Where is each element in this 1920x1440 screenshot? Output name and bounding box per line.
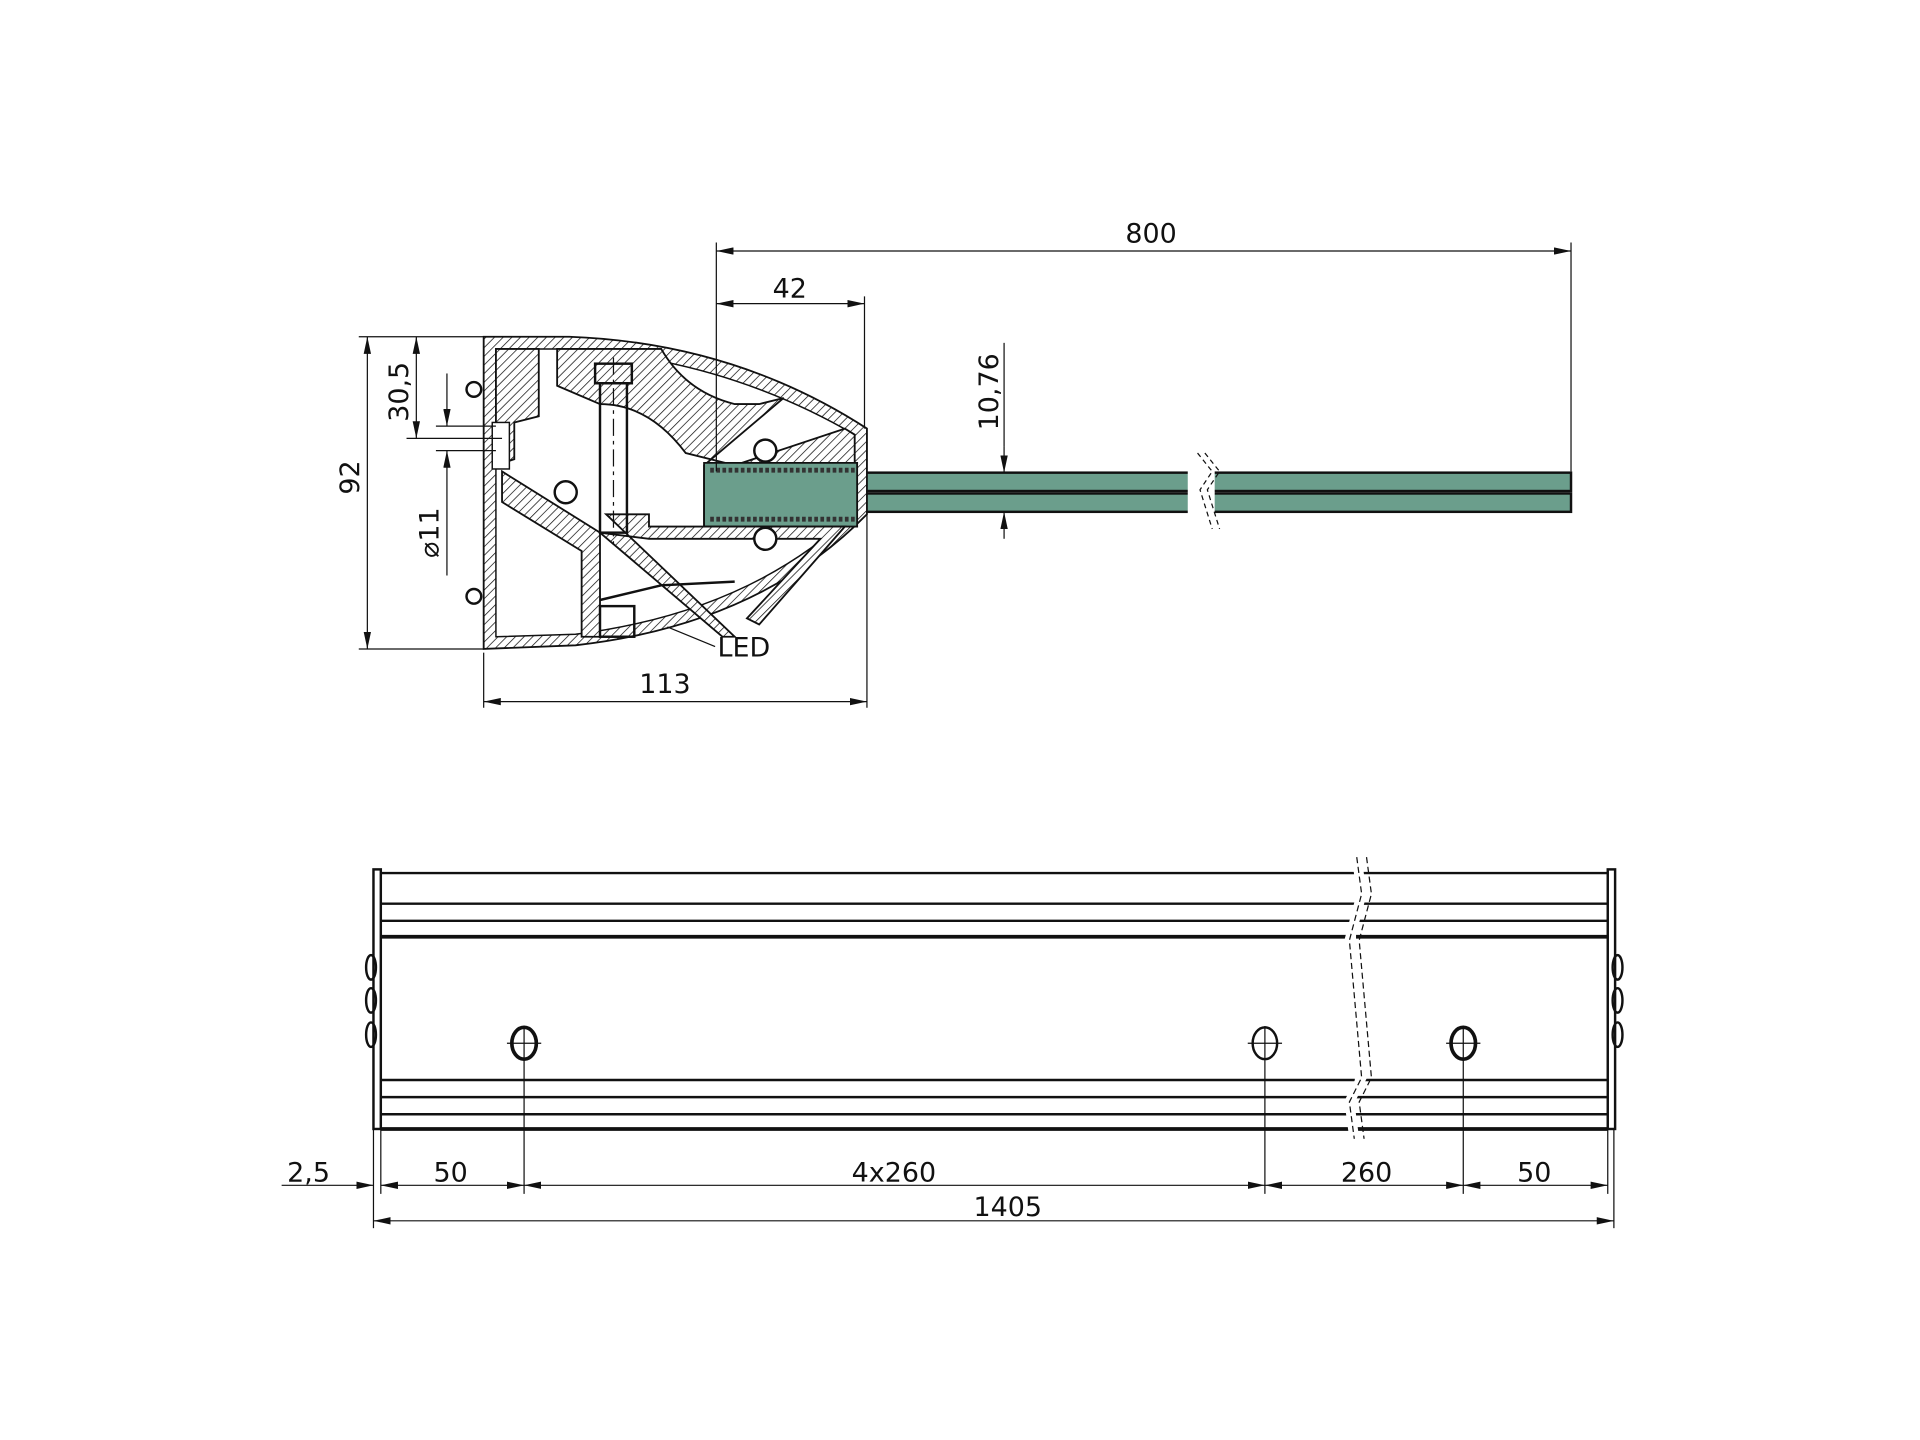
dimension-hole-diameter: ⌀11 xyxy=(414,373,496,576)
svg-text:92: 92 xyxy=(335,460,366,494)
svg-text:50: 50 xyxy=(1517,1158,1551,1189)
dimension-800: 800 xyxy=(715,218,1572,472)
mounting-holes xyxy=(506,1025,1481,1062)
dimension-92: 92 xyxy=(335,336,484,650)
end-bumps xyxy=(364,953,1624,1049)
led-callout: LED xyxy=(667,626,771,663)
svg-text:⌀11: ⌀11 xyxy=(414,507,445,557)
svg-text:2,5: 2,5 xyxy=(287,1158,330,1189)
mounting-hole xyxy=(1446,1025,1481,1062)
mounting-hole xyxy=(1247,1026,1283,1061)
svg-text:800: 800 xyxy=(1125,218,1176,249)
section-view: LED 800 42 10,76 92 30, xyxy=(335,218,1573,708)
mounting-hole xyxy=(506,1025,542,1062)
svg-text:113: 113 xyxy=(639,669,690,700)
dimension-chain: 2,5 50 4x260 260 50 1405 xyxy=(281,1158,1614,1225)
dimension-30-5: 30,5 xyxy=(384,336,503,439)
profile-section xyxy=(465,335,868,650)
svg-text:30,5: 30,5 xyxy=(384,362,415,422)
front-view: 2,5 50 4x260 260 50 1405 xyxy=(281,856,1624,1229)
dimension-42: 42 xyxy=(716,274,866,429)
glass-panel xyxy=(706,452,1573,530)
svg-text:10,76: 10,76 xyxy=(974,353,1005,430)
svg-text:260: 260 xyxy=(1341,1158,1392,1189)
led-label: LED xyxy=(718,632,771,663)
profile-lines xyxy=(380,871,1608,1131)
svg-text:1405: 1405 xyxy=(973,1192,1042,1223)
dimension-10-76: 10,76 xyxy=(974,342,1008,539)
svg-text:42: 42 xyxy=(773,274,807,305)
svg-text:50: 50 xyxy=(433,1158,467,1189)
svg-text:4x260: 4x260 xyxy=(852,1158,936,1189)
break-line xyxy=(1344,856,1373,1140)
dimension-113: 113 xyxy=(483,514,868,708)
